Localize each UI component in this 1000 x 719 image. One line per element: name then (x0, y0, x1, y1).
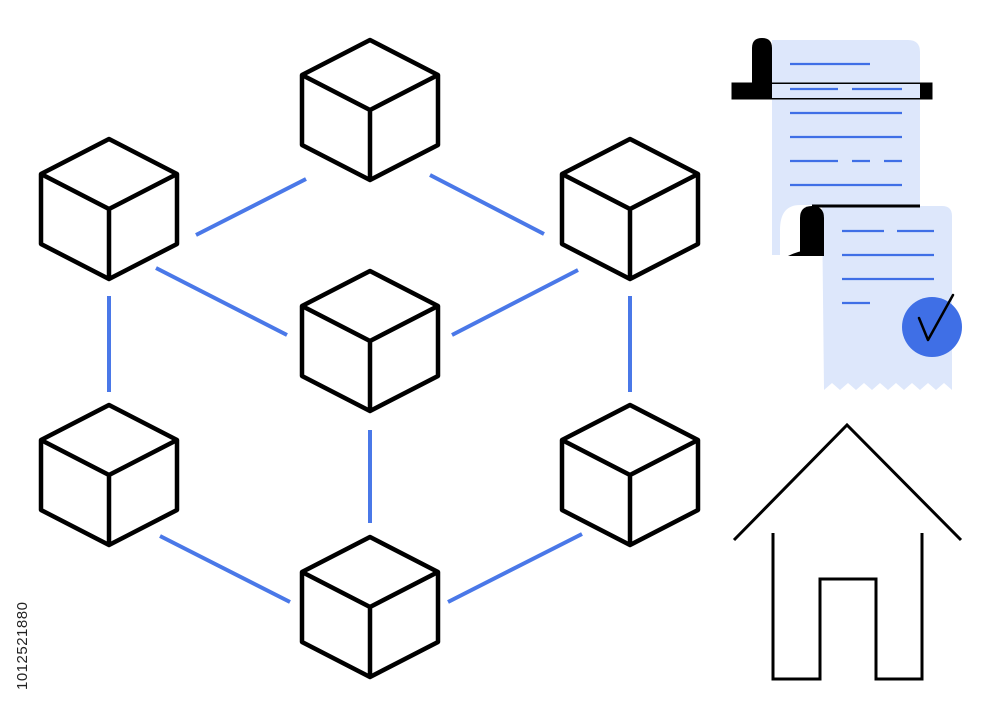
connector-line (451, 268, 579, 337)
cube-center (302, 271, 438, 411)
cube-upper-right (562, 139, 698, 279)
cube-bottom (302, 537, 438, 677)
connector-line (447, 532, 583, 604)
cube-lower-right (562, 405, 698, 545)
scroll-roll (752, 38, 772, 96)
connector-line (155, 266, 288, 337)
receipt-document-front (788, 204, 962, 390)
cube-top (302, 40, 438, 180)
network-connectors (107, 173, 632, 604)
connector-line (159, 534, 291, 604)
network-cubes (41, 40, 698, 677)
verified-check-badge-icon (902, 293, 962, 357)
stock-id-label: 1012521880 (14, 601, 31, 690)
scroll-text-lines (790, 62, 902, 187)
connector-line (429, 173, 545, 236)
receipt-text-lines (842, 229, 934, 305)
cube-upper-left (41, 139, 177, 279)
house-body (771, 533, 924, 681)
house-icon (732, 422, 963, 681)
scroll-document-back (731, 38, 933, 255)
house-roof (732, 422, 963, 542)
cube-lower-left (41, 405, 177, 545)
connector-line (195, 177, 307, 237)
